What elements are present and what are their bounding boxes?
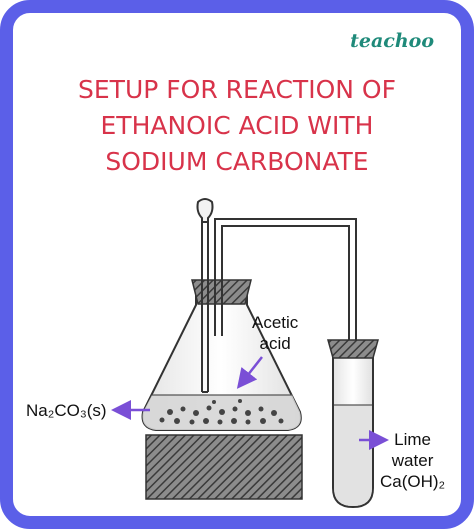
acetic-acid-label-line-1: Acetic bbox=[252, 313, 299, 332]
title-line-1: SETUP FOR REACTION OF bbox=[78, 75, 396, 104]
title-line-3: SODIUM CARBONATE bbox=[105, 147, 369, 176]
lime-water-label-line-3: Ca(OH)₂ bbox=[380, 472, 446, 491]
diagram-title: SETUP FOR REACTION OF ETHANOIC ACID WITH… bbox=[0, 72, 474, 180]
lime-water-label-line-1: Lime bbox=[394, 430, 431, 449]
lime-water-label: Lime water Ca(OH)₂ bbox=[380, 429, 445, 492]
thistle-funnel bbox=[196, 198, 214, 393]
brand-logo: teachoo bbox=[350, 30, 434, 52]
title-line-2: ETHANOIC ACID WITH bbox=[100, 111, 374, 140]
test-tube bbox=[327, 339, 379, 509]
sodium-carbonate-label: Na₂CO₃(s) bbox=[26, 401, 107, 420]
acetic-acid-arrow bbox=[236, 356, 263, 389]
sodium-carbonate-granules bbox=[159, 399, 284, 425]
lime-water-label-line-2: water bbox=[391, 451, 434, 470]
acetic-acid-label-line-2: acid bbox=[259, 334, 291, 353]
acetic-acid-label: Acetic acid bbox=[252, 312, 298, 354]
stand-block bbox=[145, 434, 303, 500]
